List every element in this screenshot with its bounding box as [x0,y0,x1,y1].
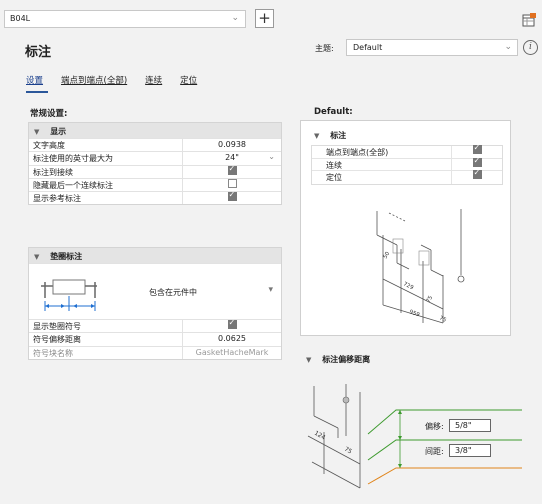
collapse-triangle-icon: ▼ [314,132,320,140]
property-label: 显示参考标注 [29,192,183,205]
info-icon[interactable]: i [523,40,538,55]
tab-bar: 设置 端点到端点(全部) 连续 定位 [26,74,215,88]
property-row: 标注到接续 [29,164,281,178]
max-inch-value: 24" [225,153,239,163]
offset-preview-drawing: 124 75 [307,384,522,489]
property-label: 符号块名称 [29,346,183,359]
continuous-checkbox[interactable] [472,156,482,167]
collapse-triangle-icon: ▼ [34,128,40,136]
preview-dim-label: 50 [383,251,392,260]
gasket-option-label: 包含在元件中 [149,288,197,297]
add-button[interactable]: + [255,9,274,28]
dim-group-header[interactable]: ▼ 标注 [314,130,346,141]
display-group-title: 显示 [50,127,67,136]
theme-select[interactable]: Default ⌄ [346,39,518,56]
tab-continuous[interactable]: 连续 [145,76,163,86]
show-gasket-symbol-checkbox[interactable] [227,318,237,329]
active-tab-indicator [26,91,48,93]
property-label: 隐藏最后一个连续标注 [29,178,183,192]
dim-type-label: 连续 [312,158,452,170]
display-group: ▼ 显示 文字高度 0.0938 标注使用的英寸最大为 24" ⌄ 标注到接续 … [28,122,282,206]
theme-label: 主题: [315,44,334,53]
property-label: 标注使用的英寸最大为 [29,152,183,165]
property-row: 文字高度 0.0938 [29,138,281,152]
gasket-group: ▼ 垫圈标注 包含在元件中 ▾ 显示垫圈符号 符号偏移距离 0.0625 符号块… [28,247,282,360]
dim-type-label: 端点到端点(全部) [312,146,452,158]
preview-dim-label: 729 [402,281,415,291]
gasket-preview-icon [41,279,97,311]
offset-group-title: 标注偏移距离 [322,355,371,364]
preview-dim-label: 124 [313,430,327,442]
dim-type-row: 端点到端点(全部) [312,143,502,159]
dim-type-table: 端点到端点(全部) 连续 定位 [311,143,503,185]
tab-location[interactable]: 定位 [180,76,198,86]
general-settings-title: 常规设置: [30,109,68,119]
dropdown-arrow-icon: ▾ [268,285,273,295]
property-label: 显示垫圈符号 [29,320,183,333]
symbol-offset-value[interactable]: 0.0625 [218,334,246,344]
hide-last-continuous-checkbox[interactable] [227,178,237,188]
offset-label: 偏移: [425,422,444,431]
text-height-value[interactable]: 0.0938 [218,140,246,149]
dim-type-row: 定位 [312,168,502,184]
preview-dim-label: 75 [343,446,353,456]
property-row: 隐藏最后一个连续标注 [29,177,281,192]
dim-type-label: 定位 [312,171,452,184]
default-preview-panel: ▼ 标注 端点到端点(全部) 连续 定位 [300,120,511,336]
default-title: Default: [314,107,353,117]
table-export-icon[interactable] [522,13,536,27]
gasket-option-select[interactable]: 包含在元件中 ▾ [29,263,281,319]
gasket-group-header[interactable]: ▼ 垫圈标注 [29,248,281,263]
document-select[interactable]: B04L ⌄ [4,10,246,28]
theme-select-value: Default [353,43,383,52]
dim-to-continuation-checkbox[interactable] [227,164,237,175]
property-row: 显示参考标注 [29,190,281,205]
tab-end-to-end[interactable]: 端点到端点(全部) [61,76,128,86]
dim-type-row: 连续 [312,156,502,171]
preview-dim-label: 75 [438,315,447,324]
property-row: 符号块名称 GasketHacheMark [29,345,281,359]
chevron-down-icon: ⌄ [504,42,512,52]
show-reference-dim-checkbox[interactable] [227,190,237,202]
dim-group-title: 标注 [330,131,347,140]
property-label: 文字高度 [29,139,183,152]
preview-dim-label: 959 [408,309,420,318]
location-checkbox[interactable] [472,168,482,179]
max-inch-select[interactable]: 24" ⌄ [183,152,281,164]
gasket-group-title: 垫圈标注 [50,252,83,261]
symbol-block-name-value: GasketHacheMark [195,347,269,357]
property-row: 标注使用的英寸最大为 24" ⌄ [29,151,281,165]
chevron-down-icon: ⌄ [268,152,275,162]
spacing-label: 间距: [425,447,444,456]
display-group-header[interactable]: ▼ 显示 [29,123,281,138]
spacing-input[interactable]: 3/8" [449,444,491,457]
collapse-triangle-icon: ▼ [34,253,40,261]
offset-input[interactable]: 5/8" [449,419,491,432]
document-select-value: B04L [10,14,31,23]
property-row: 符号偏移距离 0.0625 [29,332,281,346]
collapse-triangle-icon: ▼ [306,356,312,364]
offset-group-header[interactable]: ▼ 标注偏移距离 [300,354,511,368]
page-title: 标注 [25,45,52,60]
property-label: 符号偏移距离 [29,333,183,346]
dimension-preview-drawing: 50 729 75 959 75 [376,209,465,324]
property-label: 标注到接续 [29,165,183,178]
tab-settings[interactable]: 设置 [26,76,44,86]
preview-dim-label: 75 [426,295,435,304]
property-row: 显示垫圈符号 [29,318,281,333]
end-to-end-checkbox[interactable] [472,143,482,154]
chevron-down-icon: ⌄ [231,13,239,23]
